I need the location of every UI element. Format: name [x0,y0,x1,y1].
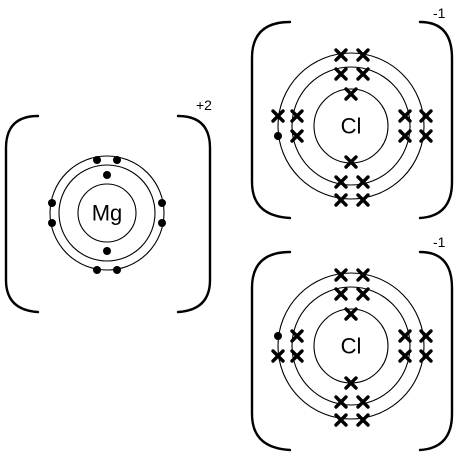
electron-cross [271,109,285,123]
electron-cross [290,109,304,123]
electron-dot [113,156,121,164]
cl-top-shell-3 [277,52,425,200]
cl-top-shell-2 [291,66,411,186]
electron-cross [334,193,348,207]
electron-dot [113,266,121,274]
electron-cross [356,193,370,207]
electron-cross [356,48,370,62]
electron-cross [344,155,358,169]
electron-cross [398,349,412,363]
electron-cross [356,175,370,189]
cl-top-left-bracket [250,20,292,220]
electron-cross [334,287,348,301]
cl-bottom-charge: -1 [433,234,446,250]
electron-dot [93,266,101,274]
electron-dot [274,132,282,140]
mg-nucleus [77,183,137,243]
electron-cross [398,329,412,343]
cl-top-right-bracket [418,20,454,220]
electron-cross [356,287,370,301]
mg-shell-3 [49,155,165,271]
electron-cross [344,87,358,101]
mg-shell-2 [58,164,156,262]
cl-top-charge: -1 [433,5,446,21]
mg-ion: +2 Mg [4,97,212,314]
electron-cross [344,376,358,390]
electron-cross [419,349,433,363]
mg-symbol: Mg [92,201,123,226]
cl-bottom-left-bracket [250,250,292,452]
electron-cross [356,67,370,81]
electron-dot [158,219,166,227]
electron-cross [290,329,304,343]
electron-cross [398,129,412,143]
cl-top-symbol: Cl [341,114,362,139]
electron-dot [48,199,56,207]
electron-cross [334,48,348,62]
electron-cross [356,395,370,409]
electron-dot [103,171,111,179]
cl-ion-top: -1 Cl [250,5,454,220]
electron-cross [419,329,433,343]
mg-charge: +2 [196,97,212,113]
electron-dot [158,199,166,207]
mg-left-bracket [4,114,40,314]
mg-right-bracket [176,114,212,314]
electron-dot [103,247,111,255]
electron-cross [334,413,348,427]
cl-bottom-right-bracket [418,250,454,452]
electron-cross [334,268,348,282]
electron-cross [419,129,433,143]
cl-bottom-symbol: Cl [341,334,362,359]
electron-dot [93,156,101,164]
electron-cross [356,268,370,282]
cl-ion-bottom: -1 Cl [250,234,454,452]
cl-bottom-shell-2 [291,286,411,406]
electron-cross [290,349,304,363]
cl-bottom-shell-3 [277,272,425,420]
electron-cross [356,413,370,427]
electron-cross [334,67,348,81]
electron-dot [48,219,56,227]
electron-cross [334,175,348,189]
electron-cross [398,109,412,123]
electron-cross [344,307,358,321]
electron-cross [419,109,433,123]
electron-dot [274,332,282,340]
electron-cross [334,395,348,409]
electron-cross [290,129,304,143]
electron-cross [271,349,285,363]
